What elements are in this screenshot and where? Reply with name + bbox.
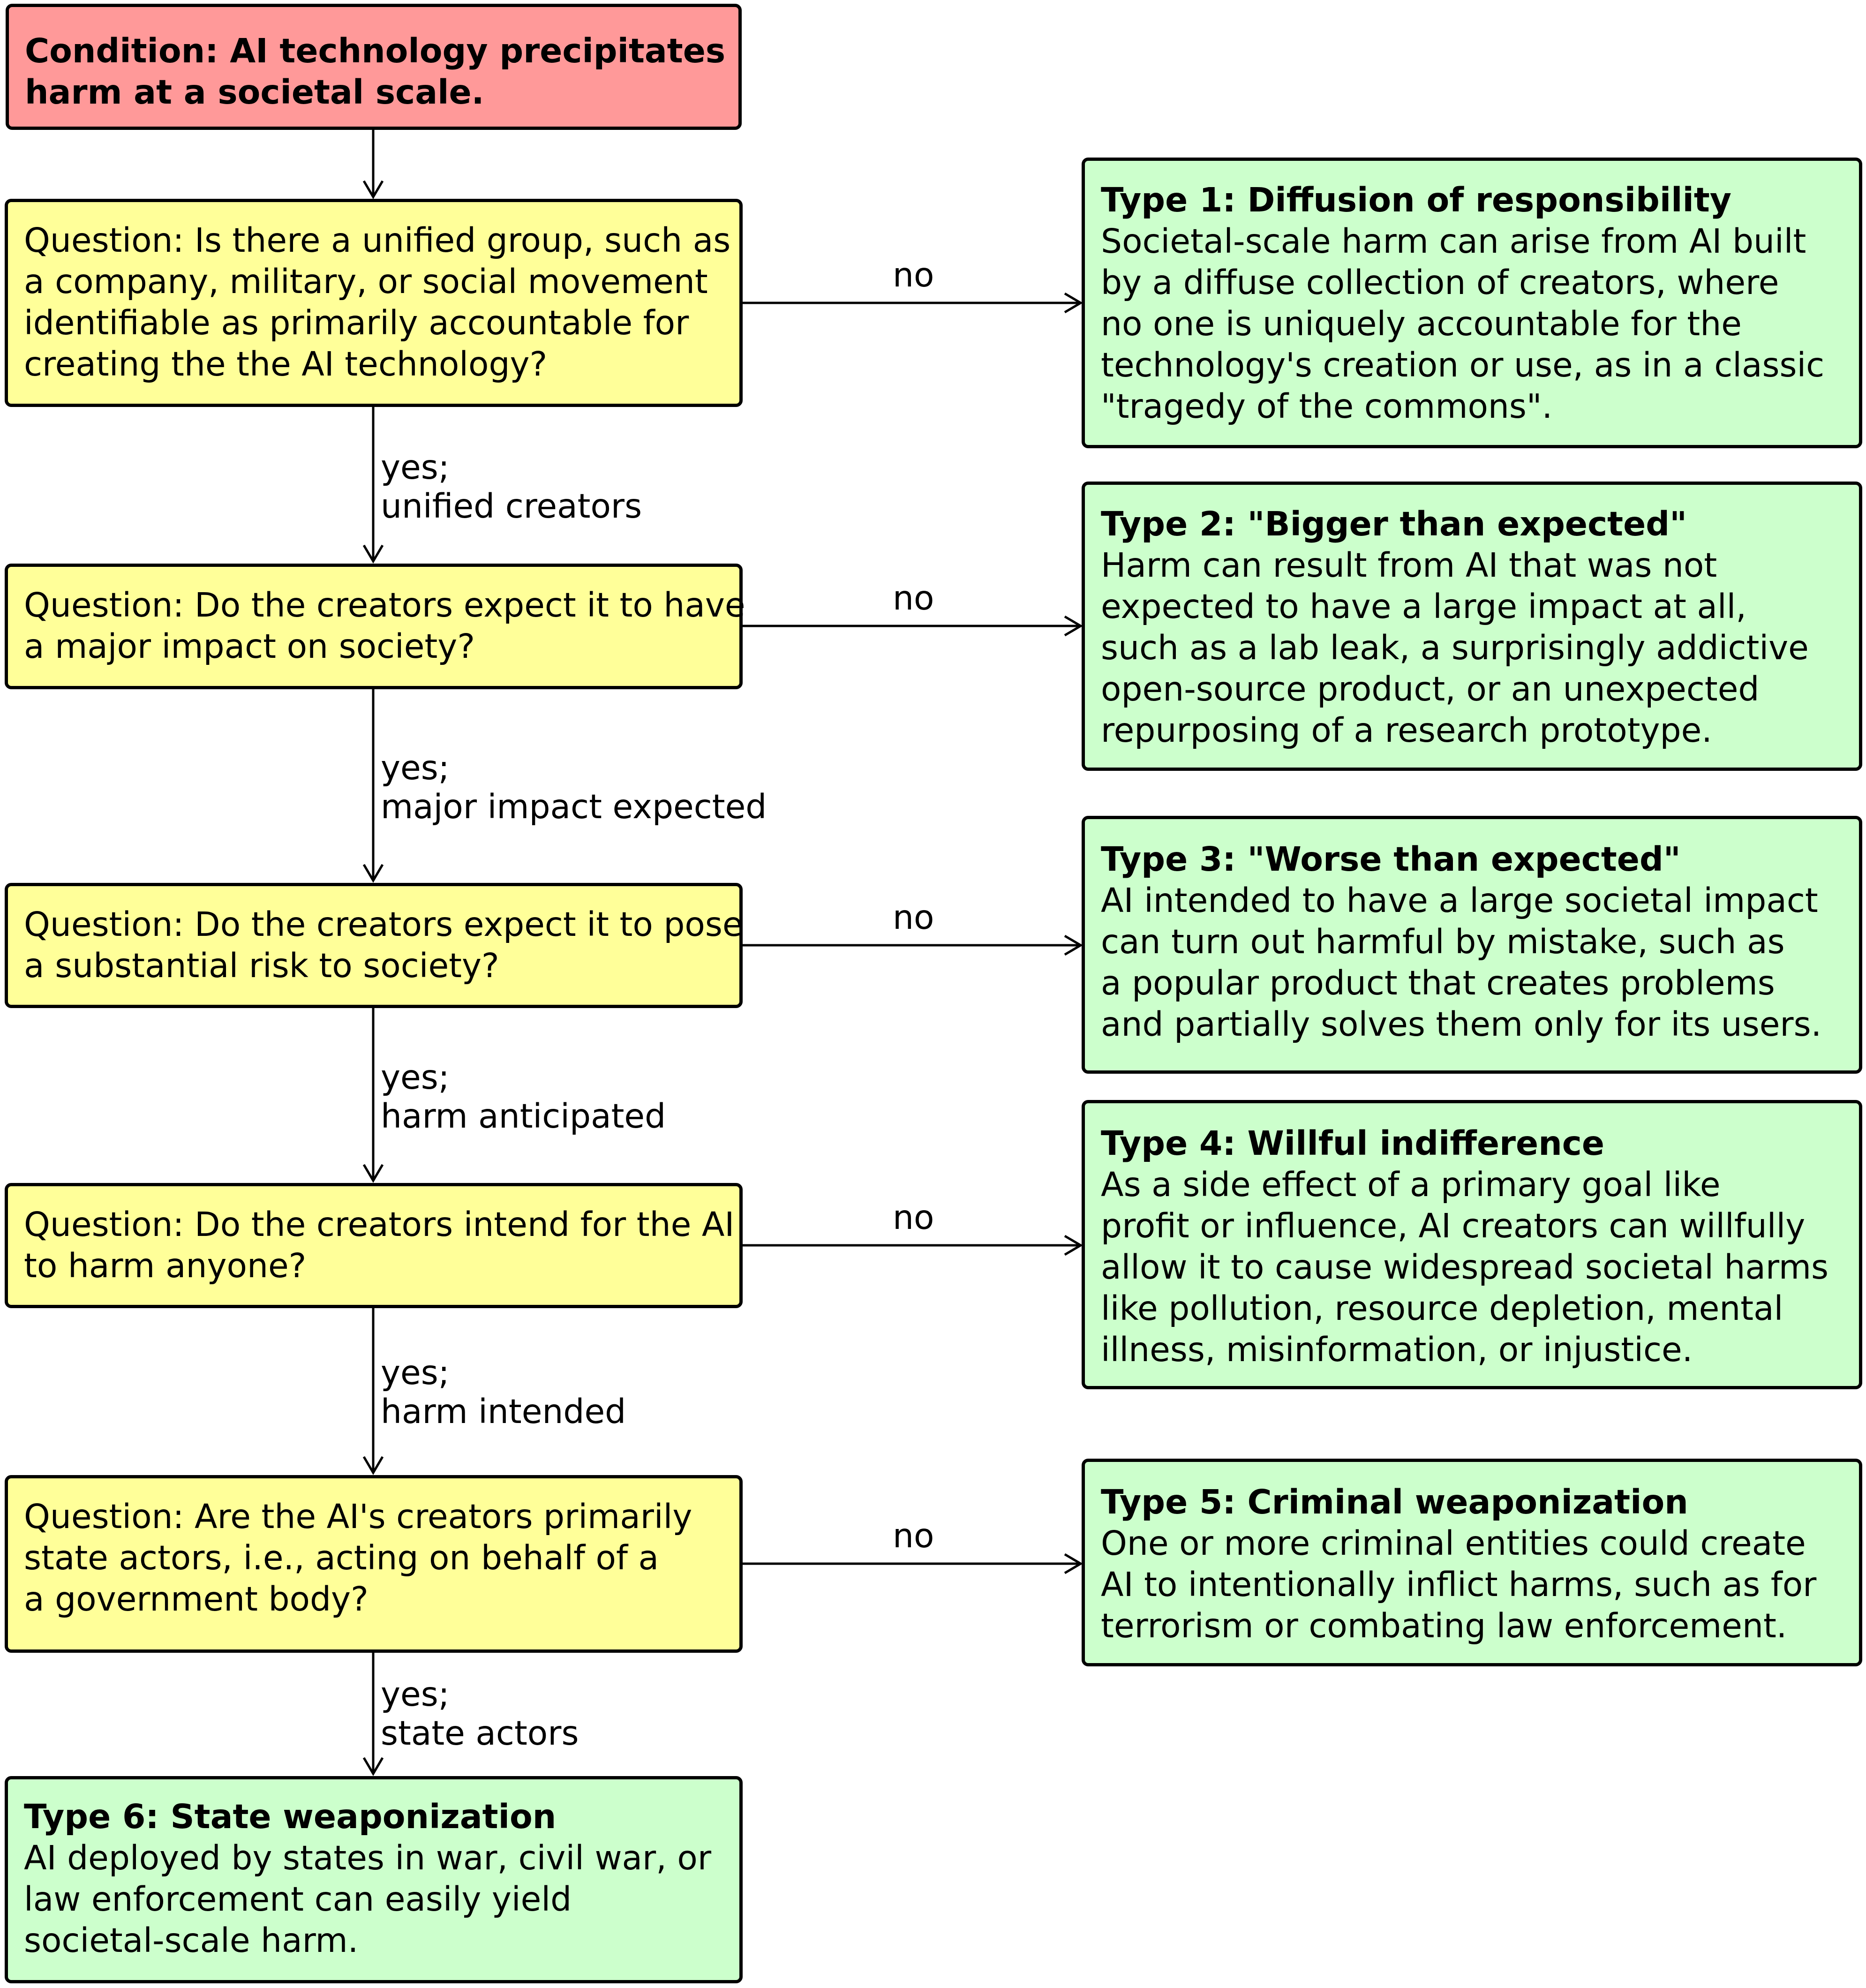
yes-label-line: unified creators (381, 487, 642, 526)
type-line: AI intended to have a large societal imp… (1101, 881, 1818, 920)
yes-label-2: yes; major impact expected (381, 748, 767, 826)
type-line: like pollution, resource depletion, ment… (1101, 1289, 1783, 1328)
arrow-head (1064, 292, 1083, 314)
no-label-2: no (893, 579, 934, 617)
yes-label-4: yes; harm intended (381, 1353, 626, 1431)
yes-label-line: yes; (381, 1058, 450, 1097)
type-line: As a side effect of a primary goal like (1101, 1165, 1721, 1204)
arrow-head (362, 180, 384, 199)
type-line: a popular product that creates problems (1101, 964, 1775, 1002)
type-line: technology's creation or use, as in a cl… (1101, 346, 1825, 384)
question-line: Question: Do the creators expect it to h… (24, 586, 745, 625)
type-line: repurposing of a research prototype. (1101, 711, 1712, 750)
type-line: societal-scale harm. (24, 1921, 359, 1960)
question-line: a major impact on society? (24, 627, 475, 666)
type-line: no one is uniquely accountable for the (1101, 304, 1742, 343)
type-line: "tragedy of the commons". (1101, 387, 1553, 426)
yes-label-line: yes; (381, 448, 450, 487)
condition-line: harm at a societal scale. (25, 73, 484, 112)
type-line: allow it to cause widespread societal ha… (1101, 1248, 1828, 1287)
arrow-head (1064, 934, 1083, 956)
question-line: state actors, i.e., acting on behalf of … (24, 1538, 659, 1577)
type-line: law enforcement can easily yield (24, 1880, 572, 1919)
type-title: Type 1: Diffusion of responsibility (1101, 181, 1732, 219)
type-line: terrorism or combating law enforcement. (1101, 1606, 1787, 1645)
question-box-4: Question: Do the creators intend for the… (5, 1183, 743, 1308)
arrow-head (362, 1456, 384, 1475)
yes-label-line: yes; (381, 1353, 450, 1392)
arrow-head (362, 864, 384, 883)
question-line: Question: Are the AI's creators primaril… (24, 1497, 692, 1536)
question-box-2: Question: Do the creators expect it to h… (5, 564, 745, 689)
type-box-2: Type 2: "Bigger than expected" Harm can … (1082, 482, 1862, 771)
type-line: can turn out harmful by mistake, such as (1101, 922, 1785, 961)
question-line: a government body? (24, 1580, 369, 1619)
yes-label-line: harm anticipated (381, 1097, 666, 1136)
yes-label-line: harm intended (381, 1392, 626, 1431)
yes-label-line: state actors (381, 1714, 579, 1753)
arrow-head (362, 1164, 384, 1183)
type-line: AI deployed by states in war, civil war,… (24, 1838, 712, 1877)
question-line: creating the the AI technology? (24, 345, 548, 384)
arrow-head (362, 1757, 384, 1776)
condition-box: Condition: AI technology precipitates ha… (6, 4, 742, 130)
type-line: and partially solves them only for its u… (1101, 1005, 1822, 1044)
type-box-1: Type 1: Diffusion of responsibility Soci… (1082, 158, 1862, 448)
type-title: Type 2: "Bigger than expected" (1101, 505, 1687, 543)
type-title: Type 5: Criminal weaponization (1101, 1483, 1688, 1521)
no-label-3: no (893, 898, 934, 937)
type-title: Type 4: Willful indifference (1101, 1124, 1604, 1163)
type-line: by a diffuse collection of creators, whe… (1101, 263, 1779, 302)
yes-label-line: yes; (381, 1675, 450, 1714)
arrow-head (1064, 615, 1083, 637)
type-box-6: Type 6: State weaponization AI deployed … (5, 1776, 743, 1983)
question-box-5: Question: Are the AI's creators primaril… (5, 1475, 743, 1653)
question-line: Question: Is there a unified group, such… (24, 221, 731, 260)
type-line: One or more criminal entities could crea… (1101, 1524, 1806, 1563)
question-line: a company, military, or social movement (24, 262, 708, 301)
arrow-head (1064, 1553, 1083, 1574)
type-title: Type 3: "Worse than expected" (1101, 840, 1681, 879)
yes-label-5: yes; state actors (381, 1675, 579, 1753)
question-line: Question: Do the creators intend for the… (24, 1205, 735, 1244)
type-box-3: Type 3: "Worse than expected" AI intende… (1082, 816, 1862, 1074)
yes-label-line: yes; (381, 748, 450, 787)
no-label-1: no (893, 256, 934, 294)
yes-label-3: yes; harm anticipated (381, 1058, 666, 1136)
type-line: such as a lab leak, a surprisingly addic… (1101, 628, 1809, 667)
yes-label-1: yes; unified creators (381, 448, 642, 526)
question-line: to harm anyone? (24, 1246, 307, 1285)
type-box-5: Type 5: Criminal weaponization One or mo… (1082, 1459, 1862, 1666)
arrow-head (362, 544, 384, 564)
type-line: AI to intentionally inflict harms, such … (1101, 1565, 1817, 1604)
question-box-3: Question: Do the creators expect it to p… (5, 883, 743, 1008)
type-line: expected to have a large impact at all, (1101, 587, 1746, 626)
no-label-5: no (893, 1516, 934, 1555)
arrow-head (1064, 1235, 1083, 1256)
type-line: Harm can result from AI that was not (1101, 546, 1717, 585)
question-line: Question: Do the creators expect it to p… (24, 905, 743, 944)
no-label-4: no (893, 1198, 934, 1237)
type-title: Type 6: State weaponization (24, 1797, 557, 1836)
yes-label-line: major impact expected (381, 787, 767, 826)
type-line: open-source product, or an unexpected (1101, 670, 1760, 708)
type-box-4: Type 4: Willful indifference As a side e… (1082, 1100, 1862, 1389)
type-line: profit or influence, AI creators can wil… (1101, 1206, 1806, 1245)
question-line: identifiable as primarily accountable fo… (24, 303, 689, 342)
condition-line: Condition: AI technology precipitates (25, 31, 726, 70)
type-line: illness, misinformation, or injustice. (1101, 1330, 1693, 1369)
type-line: Societal-scale harm can arise from AI bu… (1101, 222, 1806, 261)
question-box-1: Question: Is there a unified group, such… (5, 199, 743, 407)
question-line: a substantial risk to society? (24, 946, 499, 985)
